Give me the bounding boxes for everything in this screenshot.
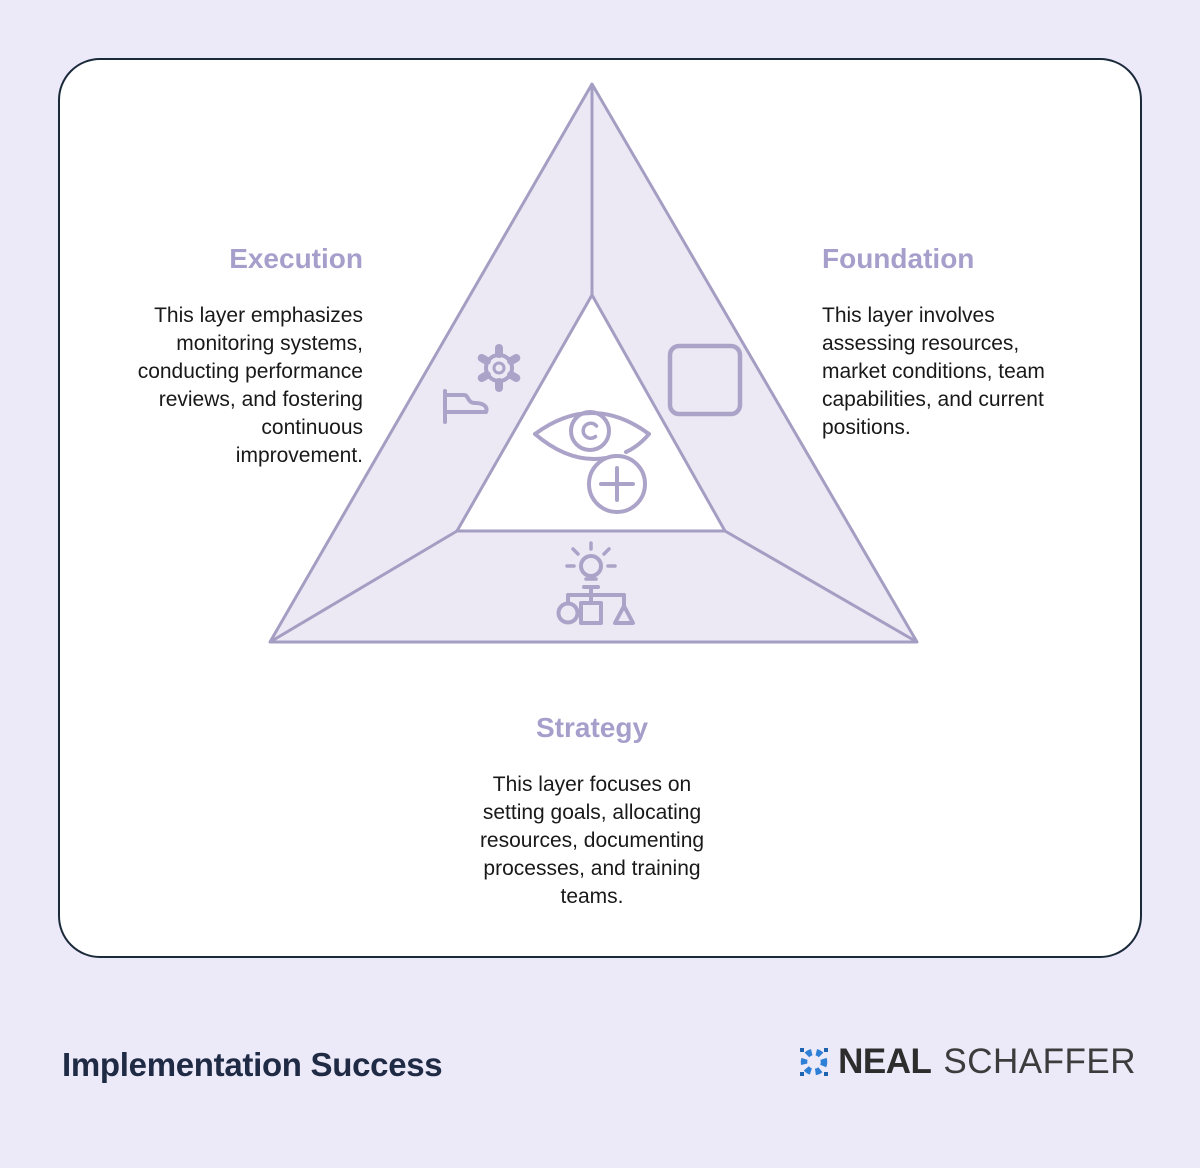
- idea-structure-icon: [556, 541, 635, 625]
- neal-schaffer-logo: NEAL SCHAFFER: [797, 1040, 1136, 1084]
- foundation-heading: Foundation: [822, 243, 975, 274]
- foundation-description: This layer involves assessing resources,…: [822, 304, 1045, 439]
- strategy-heading: Strategy: [535, 712, 649, 743]
- execution-description: This layer emphasizes monitoring systems…: [137, 304, 363, 467]
- left-divider-line: [269, 529, 458, 644]
- flag-icon: [443, 389, 489, 424]
- infographic-card: Execution This layer emphasizes monitori…: [58, 58, 1142, 958]
- section-execution: Execution This layer emphasizes monitori…: [63, 242, 363, 470]
- gear-icon: [477, 344, 521, 392]
- logo-text-neal: NEAL: [838, 1042, 932, 1081]
- section-strategy: Strategy This layer focuses on setting g…: [422, 711, 762, 911]
- strategy-description: This layer focuses on setting goals, all…: [479, 773, 705, 908]
- eye-plus-icon: [533, 410, 651, 514]
- execution-heading: Execution: [229, 243, 363, 274]
- page-title: Implementation Success: [62, 1046, 443, 1083]
- logo-text-schaffer: SCHAFFER: [943, 1042, 1136, 1081]
- square-icon: [667, 343, 743, 417]
- triangle-diagram: [268, 82, 919, 644]
- section-foundation: Foundation This layer involves assessing…: [822, 242, 1102, 442]
- pixel-burst-icon: [800, 1048, 829, 1076]
- right-divider-line: [724, 529, 918, 644]
